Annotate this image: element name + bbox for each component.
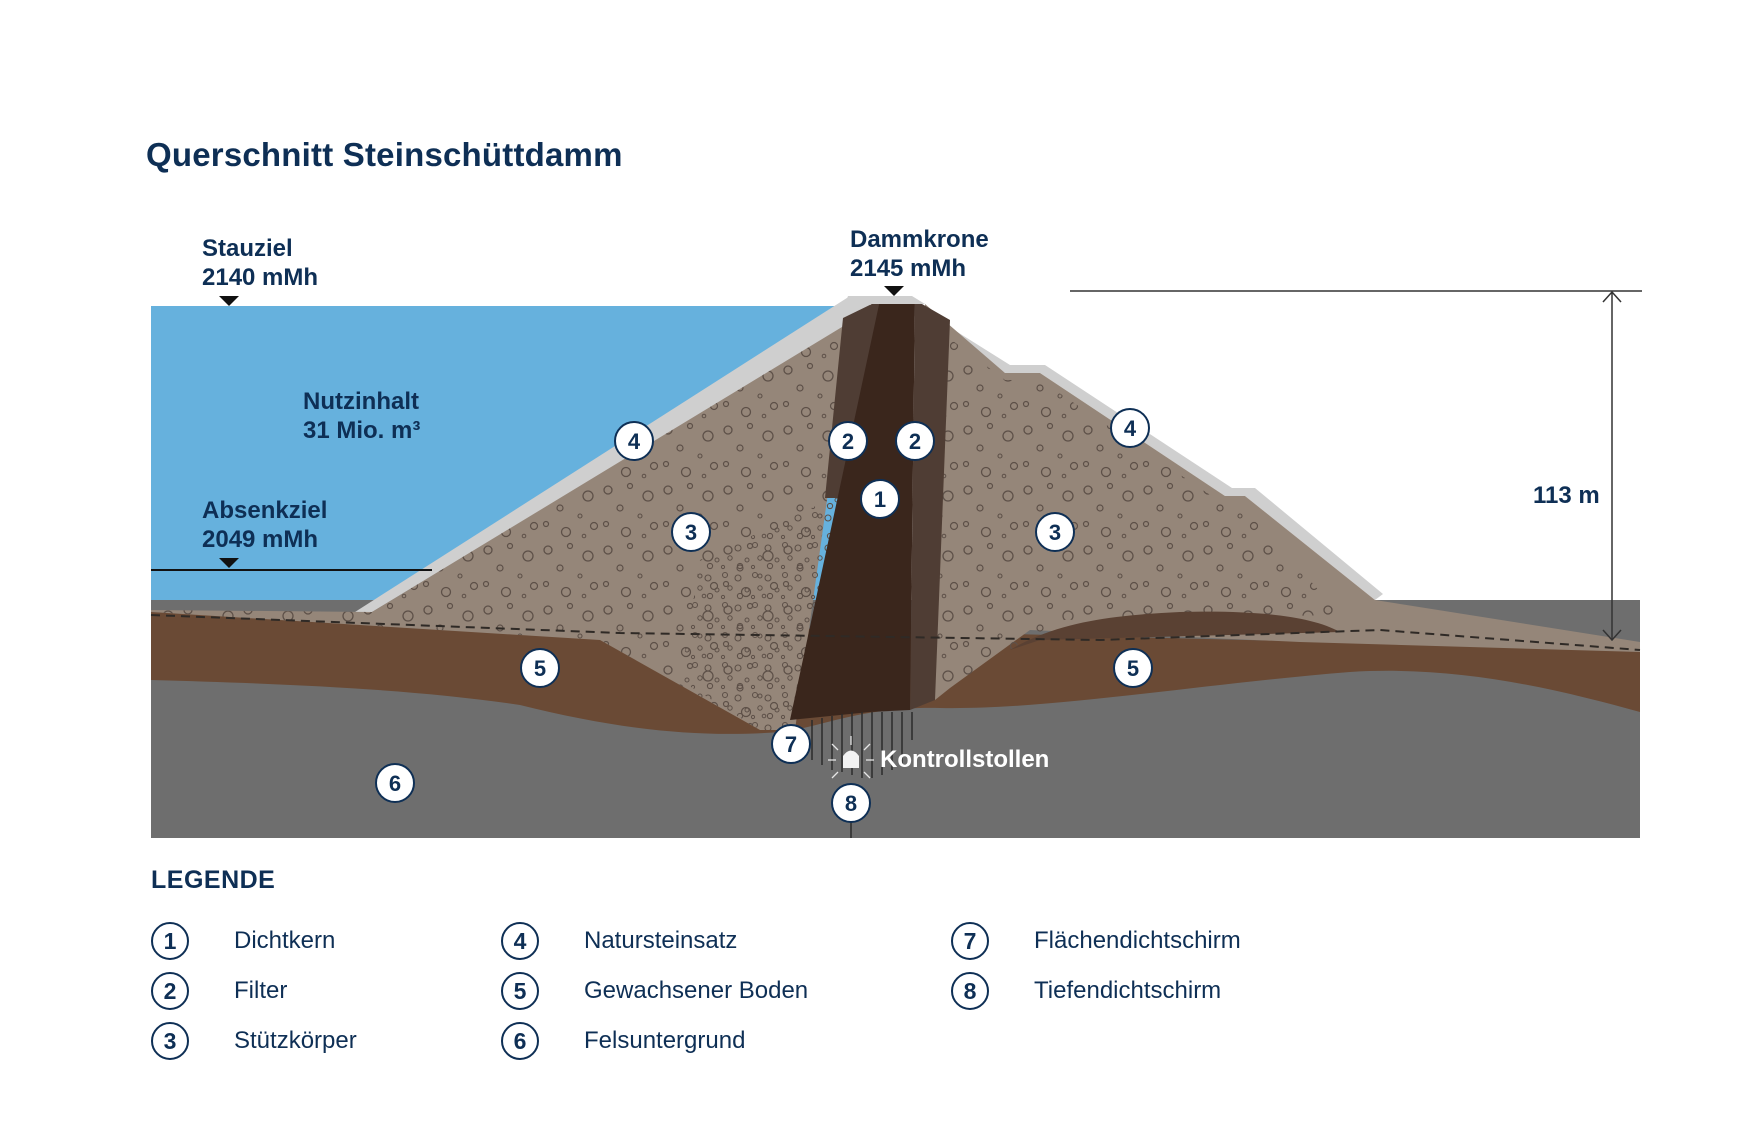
marker-3-downstream: 3: [1035, 512, 1075, 552]
original-ground-line: [150, 614, 1641, 651]
marker-6: 6: [375, 763, 415, 803]
marker-5-upstream: 5: [520, 648, 560, 688]
svg-text:4: 4: [1124, 416, 1137, 441]
legend-label: Natursteinsatz: [584, 927, 738, 954]
svg-text:2: 2: [842, 429, 854, 454]
legend-label: Flächendichtschirm: [1034, 927, 1241, 954]
clay-core: [790, 300, 915, 720]
legend-item-1: 1 Dichtkern: [151, 920, 335, 962]
legend-label: Dichtkern: [234, 927, 336, 954]
marker-4-upstream: 4: [614, 421, 654, 461]
legend-item-4: 4 Natursteinsatz: [501, 920, 737, 962]
upstream-riprap: [355, 296, 870, 612]
legend-number: 6: [501, 1022, 539, 1060]
dammkrone-value: 2145 mMh: [850, 255, 966, 282]
height-arrow-bottom: [1602, 629, 1622, 642]
dam-cross-section: Stauziel 2140 mMh Dammkrone 2145 mMh Nut…: [150, 226, 1642, 838]
inspection-gallery-icon: [828, 736, 874, 779]
legend-heading: LEGENDE: [151, 866, 276, 894]
svg-text:7: 7: [785, 732, 797, 757]
svg-text:5: 5: [534, 656, 546, 681]
filter-downstream: [910, 300, 950, 710]
legend-number: 3: [151, 1022, 189, 1060]
legend-item-6: 6 Felsuntergrund: [501, 1020, 745, 1062]
legend-item-2: 2 Filter: [151, 970, 287, 1012]
marker-3-upstream: 3: [671, 512, 711, 552]
legend-number: 8: [951, 972, 989, 1010]
legend-number: 1: [151, 922, 189, 960]
legend-number: 7: [951, 922, 989, 960]
stauziel-marker: [219, 296, 239, 306]
height-arrow-top: [1602, 290, 1622, 303]
downstream-riprap: [895, 296, 1383, 600]
marker-7: 7: [771, 724, 811, 764]
legend-item-7: 7 Flächendichtschirm: [951, 920, 1241, 962]
legend-label: Tiefendichtschirm: [1034, 977, 1222, 1004]
legend-item-3: 3 Stützkörper: [151, 1020, 357, 1062]
legend-number: 4: [501, 922, 539, 960]
dammkrone-marker: [884, 286, 904, 296]
marker-8: 8: [831, 783, 871, 823]
marker-4-downstream: 4: [1110, 408, 1150, 448]
absenkziel-value: 2049 mMh: [202, 526, 318, 553]
legend-label: Gewachsener Boden: [584, 977, 809, 1004]
downstream-soil-bump: [1010, 611, 1340, 650]
legend-number: 5: [501, 972, 539, 1010]
legend-number: 2: [151, 972, 189, 1010]
marker-5-downstream: 5: [1113, 648, 1153, 688]
svg-text:4: 4: [628, 429, 641, 454]
legend-label: Filter: [234, 977, 288, 1004]
svg-text:3: 3: [685, 520, 697, 545]
nutzinhalt-label: Nutzinhalt: [303, 388, 419, 415]
kontrollstollen-label: Kontrollstollen: [880, 746, 1049, 773]
nutzinhalt-value: 31 Mio. m³: [303, 417, 420, 444]
absenkziel-label: Absenkziel: [202, 497, 327, 524]
legend-item-5: 5 Gewachsener Boden: [501, 970, 808, 1012]
downstream-shell-rocks: [925, 320, 1340, 690]
svg-text:5: 5: [1127, 656, 1139, 681]
stauziel-value: 2140 mMh: [202, 264, 318, 291]
legend-label: Stützkörper: [234, 1027, 357, 1054]
svg-text:2: 2: [909, 429, 921, 454]
dam-crest: [845, 296, 925, 304]
marker-2-upstream: 2: [828, 421, 868, 461]
svg-text:6: 6: [389, 771, 401, 796]
svg-text:3: 3: [1049, 520, 1061, 545]
absenkziel-marker: [219, 558, 239, 568]
stauziel-label: Stauziel: [202, 235, 293, 262]
svg-text:8: 8: [845, 791, 857, 816]
marker-2-downstream: 2: [895, 421, 935, 461]
dammkrone-label: Dammkrone: [850, 226, 989, 253]
legend-item-8: 8 Tiefendichtschirm: [951, 970, 1221, 1012]
diagram-title: Querschnitt Steinschüttdamm: [146, 136, 623, 173]
legend-label: Felsuntergrund: [584, 1027, 746, 1054]
height-label: 113 m: [1533, 482, 1600, 509]
marker-1: 1: [860, 479, 900, 519]
svg-text:1: 1: [874, 487, 886, 512]
